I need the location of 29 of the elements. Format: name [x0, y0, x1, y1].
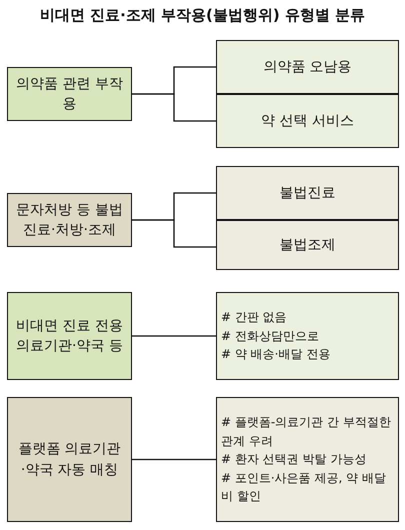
box-label: 의약품 오남용 [263, 58, 352, 77]
detail-box [216, 220, 399, 270]
list-item-text: # 간판 없음 [221, 309, 287, 326]
connector-line [132, 93, 216, 122]
connector-line [132, 219, 216, 248]
connector-line [132, 458, 216, 460]
category-box [7, 397, 132, 522]
list-item-text: # 환자 선택권 박탈 가능성 [221, 451, 366, 468]
box-label: 문자처방 등 불법 진료·처방·조제 [15, 200, 124, 240]
box-label: 불법조제 [280, 236, 336, 255]
detail-box [216, 166, 399, 220]
detail-box [216, 397, 399, 522]
category-box [7, 193, 132, 247]
detail-box [216, 292, 399, 380]
diagram-title: 비대면 진료·조제 부작용(불법행위) 유형별 분류 [38, 6, 366, 25]
list-item-text: # 전화상담만으로 [221, 328, 319, 345]
box-label: 의약품 관련 부작용 [15, 74, 124, 114]
box-label: 비대면 진료 전용 의료기관·약국 등 [15, 316, 124, 356]
detail-box [216, 94, 399, 148]
list-item-text: # 플랫폼-의료기관 간 부적절한 관계 우려 [221, 414, 392, 450]
box-label: 약 선택 서비스 [261, 112, 354, 131]
list-item-text: # 약 배송·배달 전용 [221, 346, 330, 364]
box-label: 플랫폼 의료기관 ·약국 자동 매칭 [17, 440, 122, 480]
list-item-text: # 포인트·사은품 제공, 약 배달비 할인 [221, 470, 387, 506]
detail-box [216, 40, 399, 94]
category-box [7, 292, 132, 380]
connector-line [132, 335, 216, 337]
box-label: 불법진료 [280, 184, 336, 203]
category-box [7, 67, 132, 121]
